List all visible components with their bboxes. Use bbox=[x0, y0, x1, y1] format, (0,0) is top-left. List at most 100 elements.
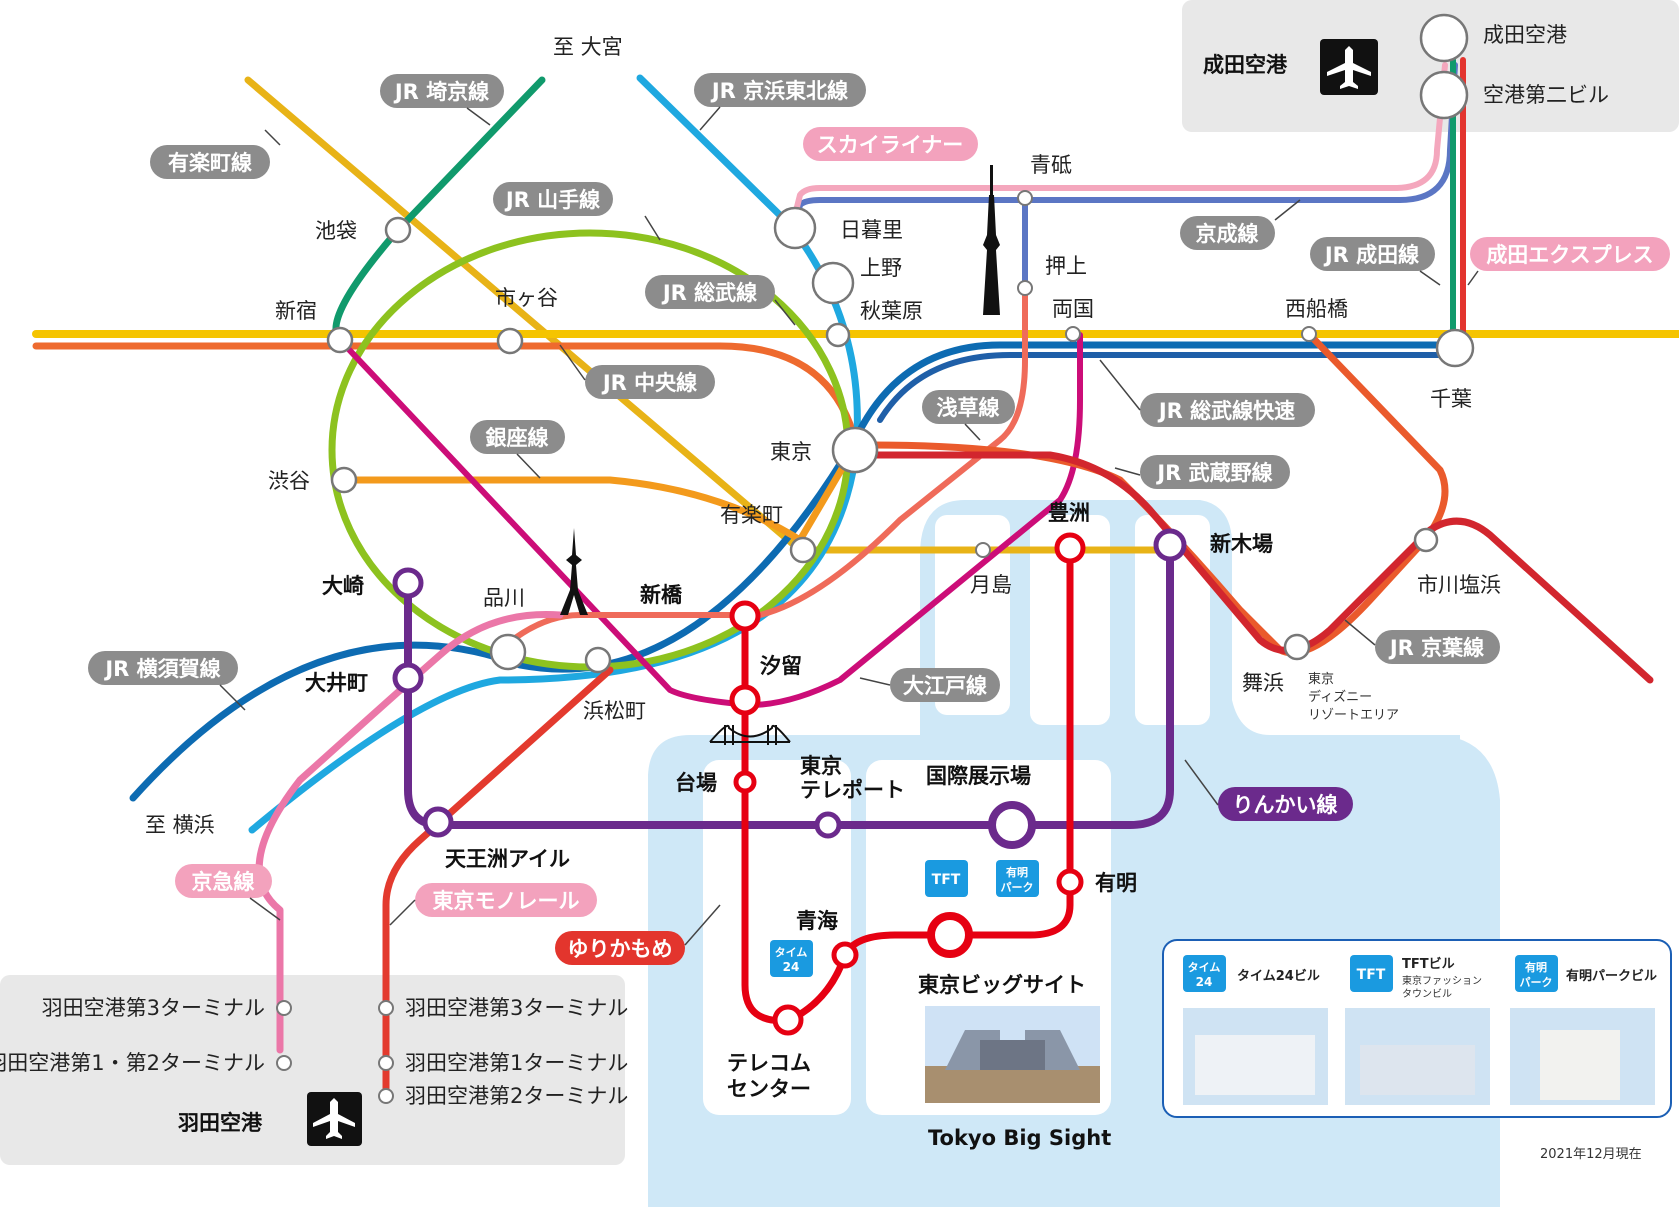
station-shinkiba bbox=[1156, 531, 1184, 559]
svg-text:東京: 東京 bbox=[800, 754, 842, 778]
label-yokosuka: JR 横須賀線 bbox=[88, 651, 238, 685]
svg-text:JR 成田線: JR 成田線 bbox=[1323, 243, 1419, 267]
station-telecom bbox=[775, 1007, 801, 1033]
station-tennozu bbox=[425, 809, 451, 835]
svg-text:羽田空港第3ターミナル: 羽田空港第3ターミナル bbox=[42, 996, 265, 1020]
svg-text:月島: 月島 bbox=[970, 573, 1012, 597]
station-oimachi bbox=[395, 665, 421, 691]
svg-text:汐留: 汐留 bbox=[760, 654, 802, 678]
station-shibuya bbox=[332, 468, 356, 492]
svg-text:有楽町線: 有楽町線 bbox=[168, 151, 252, 175]
tft-photo bbox=[1345, 1008, 1490, 1105]
station-nishifunabashi bbox=[1302, 327, 1316, 341]
svg-text:市川塩浜: 市川塩浜 bbox=[1417, 573, 1501, 597]
station-haneda-mono-t1 bbox=[379, 1056, 393, 1070]
svg-text:日暮里: 日暮里 bbox=[840, 218, 903, 242]
haneda-airplane-icon bbox=[307, 1092, 362, 1146]
station-hamamatsucho bbox=[586, 648, 610, 672]
station-ikebukuro bbox=[386, 218, 410, 242]
station-ueno bbox=[813, 263, 853, 303]
station-ichigaya bbox=[498, 329, 522, 353]
svg-text:JR 横須賀線: JR 横須賀線 bbox=[103, 657, 220, 681]
svg-text:パーク: パーク bbox=[1520, 976, 1553, 989]
svg-text:押上: 押上 bbox=[1045, 254, 1087, 278]
time24-photo bbox=[1183, 1008, 1328, 1105]
svg-text:ゆりかもめ: ゆりかもめ bbox=[568, 937, 673, 961]
svg-text:JR 総武線: JR 総武線 bbox=[661, 281, 757, 305]
station-haneda-mono-t3 bbox=[379, 1001, 393, 1015]
label-chuo: JR 中央線 bbox=[585, 365, 715, 399]
label-jr-narita: JR 成田線 bbox=[1310, 237, 1435, 271]
ginza-line bbox=[344, 455, 850, 540]
svg-text:有明パークビル: 有明パークビル bbox=[1566, 968, 1657, 984]
svg-text:羽田空港第1・第2ターミナル: 羽田空港第1・第2ターミナル bbox=[0, 1051, 265, 1075]
svg-text:上野: 上野 bbox=[860, 256, 902, 280]
svg-text:舞浜: 舞浜 bbox=[1242, 671, 1284, 695]
station-shinjuku bbox=[328, 328, 352, 352]
station-oshiage bbox=[1018, 281, 1032, 295]
station-daiba bbox=[736, 773, 754, 791]
station-chiba bbox=[1437, 330, 1473, 366]
svg-text:天王洲アイル: 天王洲アイル bbox=[445, 847, 570, 871]
station-ichikawashiohama bbox=[1415, 529, 1437, 551]
label-keisei: 京成線 bbox=[1180, 216, 1275, 250]
svg-text:JR 山手線: JR 山手線 bbox=[504, 188, 600, 212]
label-yamanote: JR 山手線 bbox=[493, 182, 613, 216]
svg-text:Tokyo Big Sight: Tokyo Big Sight bbox=[928, 1126, 1111, 1150]
svg-text:TFTビル: TFTビル bbox=[1402, 956, 1455, 972]
station-aomi bbox=[834, 944, 856, 966]
label-asakusa: 浅草線 bbox=[922, 390, 1015, 424]
svg-text:東京ビッグサイト: 東京ビッグサイト bbox=[918, 973, 1086, 997]
label-saikyo: JR 埼京線 bbox=[380, 74, 504, 108]
ariake-park-photo bbox=[1510, 1008, 1655, 1105]
svg-text:成田エクスプレス: 成田エクスプレス bbox=[1486, 243, 1653, 267]
svg-text:市ヶ谷: 市ヶ谷 bbox=[495, 286, 558, 310]
svg-text:新橋: 新橋 bbox=[640, 583, 683, 607]
svg-text:24: 24 bbox=[783, 960, 800, 974]
svg-text:西船橋: 西船橋 bbox=[1285, 297, 1348, 321]
svg-text:センター: センター bbox=[727, 1077, 811, 1101]
svg-text:羽田空港第1ターミナル: 羽田空港第1ターミナル bbox=[405, 1051, 628, 1075]
svg-text:JR 京浜東北線: JR 京浜東北線 bbox=[710, 79, 848, 103]
svg-text:有楽町: 有楽町 bbox=[720, 503, 783, 527]
svg-text:京急線: 京急線 bbox=[192, 870, 255, 894]
svg-text:成田空港: 成田空港 bbox=[1203, 53, 1288, 77]
svg-text:TFT: TFT bbox=[932, 872, 961, 888]
svg-text:2021年12月現在: 2021年12月現在 bbox=[1540, 1147, 1642, 1162]
chuo-rapid-line bbox=[36, 346, 855, 440]
label-keikyu: 京急線 bbox=[175, 864, 272, 898]
svg-text:テレポート: テレポート bbox=[800, 778, 905, 802]
label-keiyo: JR 京葉線 bbox=[1375, 630, 1500, 664]
svg-text:品川: 品川 bbox=[483, 586, 525, 610]
svg-text:台場: 台場 bbox=[675, 771, 717, 795]
svg-text:有明: 有明 bbox=[1525, 960, 1547, 974]
label-oedo: 大江戸線 bbox=[890, 668, 1000, 702]
station-tsukishima bbox=[976, 543, 990, 557]
big-sight-photo bbox=[925, 1006, 1100, 1103]
label-yurakucho: 有楽町線 bbox=[150, 145, 270, 179]
svg-text:ディズニー: ディズニー bbox=[1308, 689, 1372, 705]
station-osaki bbox=[395, 570, 421, 596]
svg-text:TFT: TFT bbox=[1357, 967, 1386, 983]
svg-text:京成線: 京成線 bbox=[1196, 222, 1259, 246]
svg-text:東京: 東京 bbox=[1308, 671, 1334, 687]
label-rinkai: りんかい線 bbox=[1218, 787, 1353, 821]
svg-text:浅草線: 浅草線 bbox=[937, 396, 1000, 420]
svg-text:大崎: 大崎 bbox=[322, 574, 364, 598]
svg-text:羽田空港: 羽田空港 bbox=[178, 1111, 263, 1135]
svg-text:タウンビル: タウンビル bbox=[1402, 988, 1452, 1000]
svg-text:羽田空港第2ターミナル: 羽田空港第2ターミナル bbox=[405, 1084, 628, 1108]
station-haneda-keikyu-t3 bbox=[277, 1001, 291, 1015]
svg-text:パーク: パーク bbox=[1001, 881, 1034, 894]
label-yurikamome: ゆりかもめ bbox=[555, 931, 685, 965]
svg-text:羽田空港第3ターミナル: 羽田空港第3ターミナル bbox=[405, 996, 628, 1020]
svg-text:有明: 有明 bbox=[1006, 865, 1028, 879]
svg-text:新宿: 新宿 bbox=[275, 299, 317, 323]
station-shiodome bbox=[732, 687, 758, 713]
svg-text:青砥: 青砥 bbox=[1030, 153, 1072, 177]
svg-text:豊洲: 豊洲 bbox=[1048, 501, 1090, 525]
station-ariake bbox=[1059, 871, 1081, 893]
station-shinbashi bbox=[732, 603, 758, 629]
svg-text:JR 埼京線: JR 埼京線 bbox=[393, 80, 489, 104]
